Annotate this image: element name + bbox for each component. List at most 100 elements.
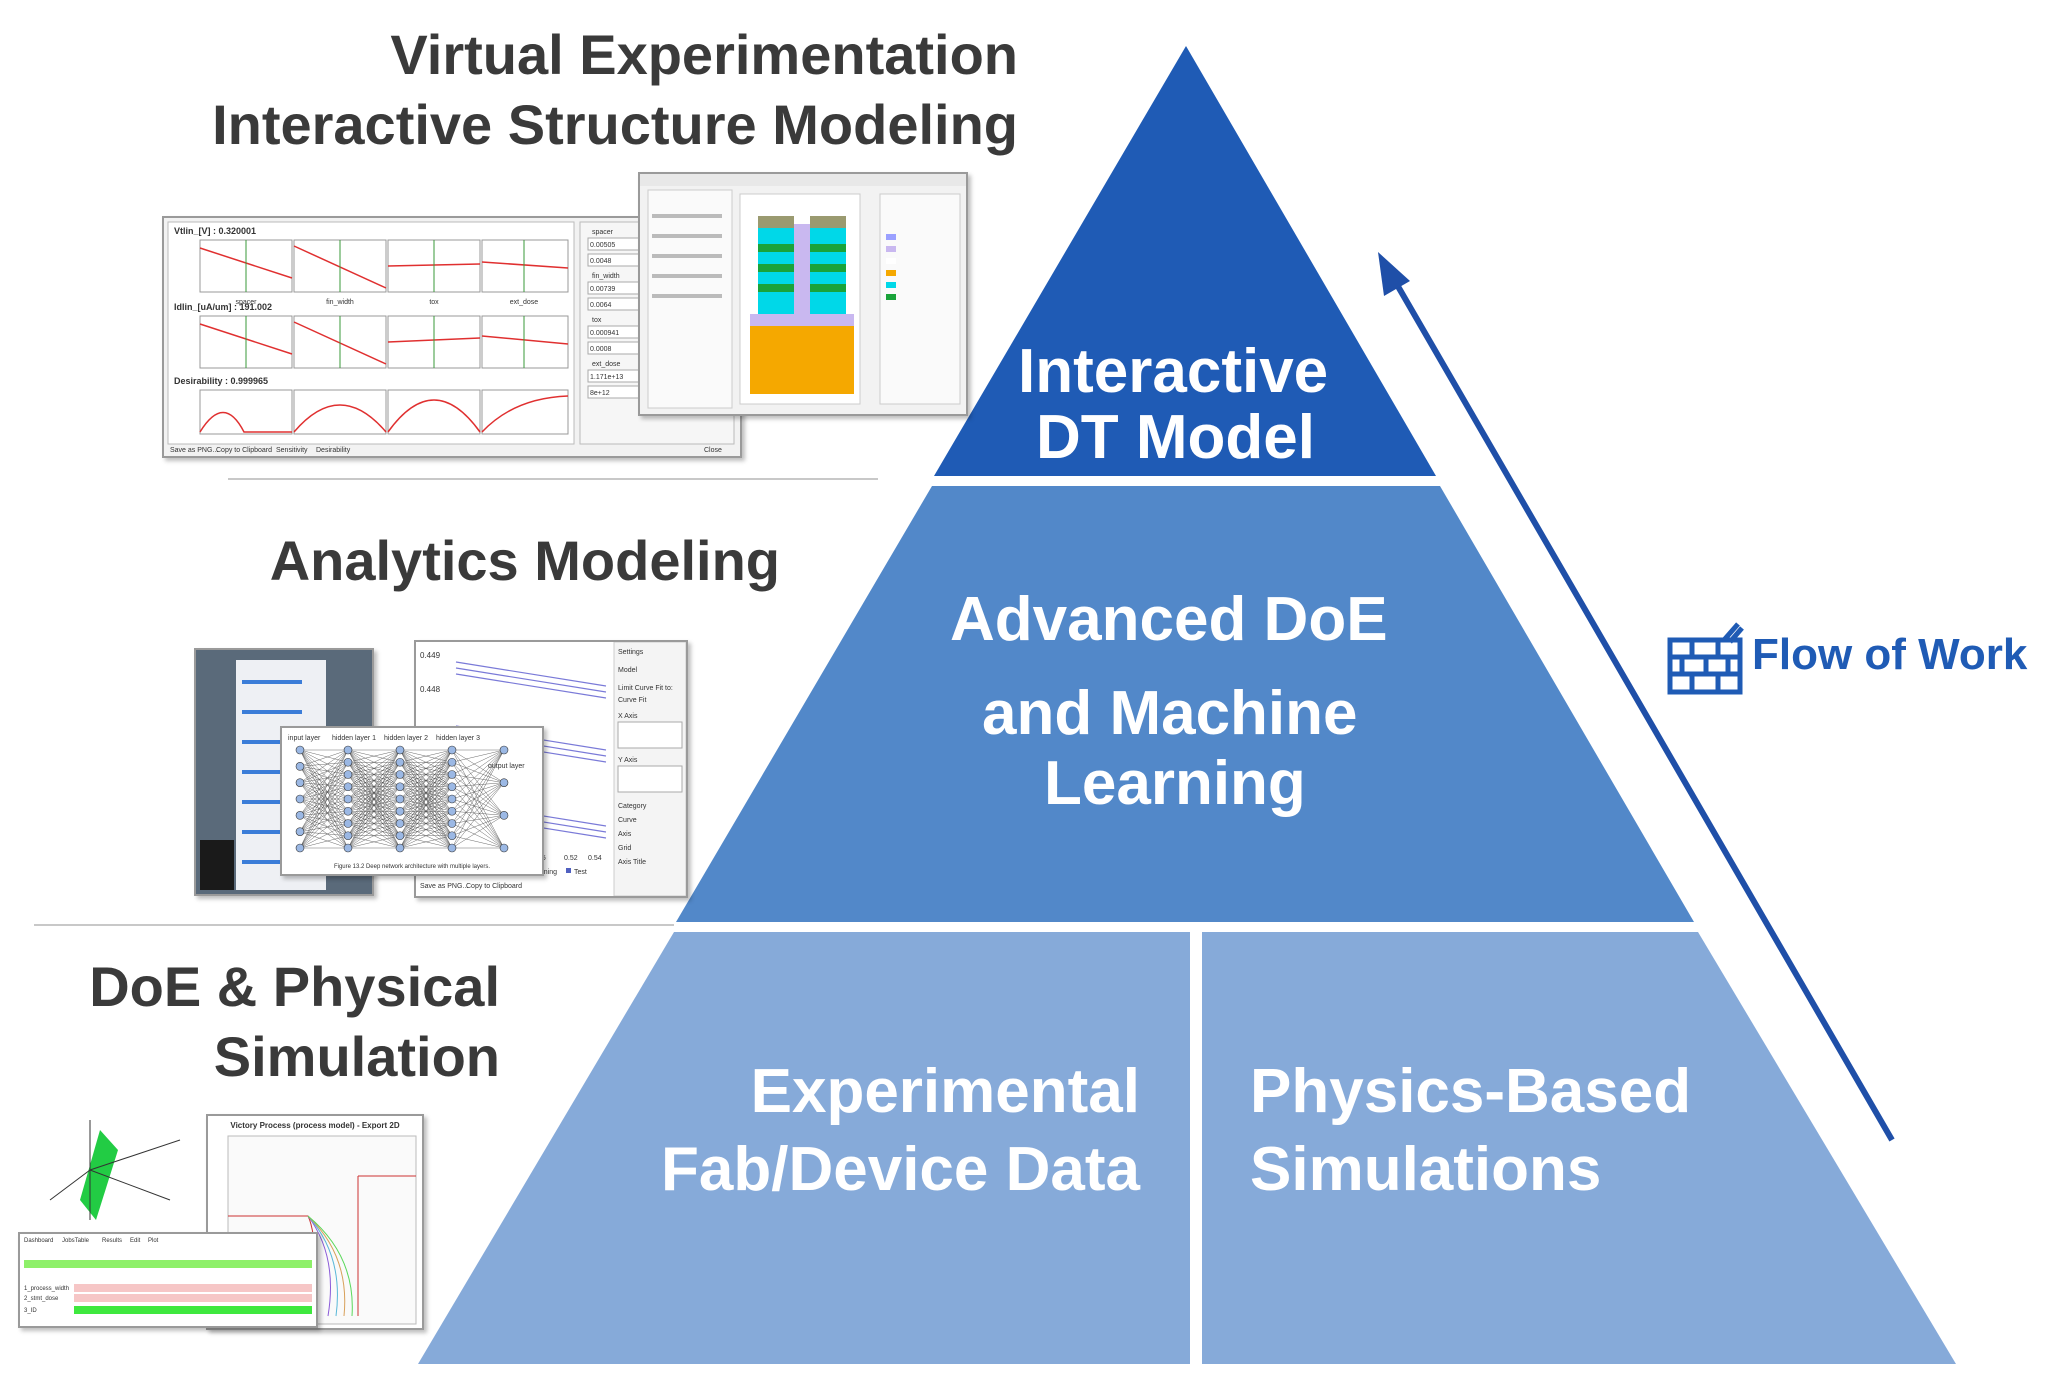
nn-edge	[299, 749, 349, 800]
nn-node	[499, 811, 509, 820]
nn-edge	[299, 766, 349, 787]
svg-text:1_process_width: 1_process_width	[24, 1286, 69, 1292]
svg-text:Curve: Curve	[618, 817, 637, 824]
screenshot-neural-network: input layer hidden layer 1 hidden layer …	[280, 726, 544, 876]
svg-text:tox: tox	[592, 317, 602, 324]
nn-edge	[399, 786, 453, 849]
nn-node	[343, 819, 353, 828]
svg-text:Save as PNG...: Save as PNG...	[420, 883, 468, 890]
nn-node	[447, 806, 457, 816]
nn-edge	[451, 811, 505, 816]
svg-text:Settings: Settings	[618, 649, 644, 656]
tier-top-line2: DT Model	[1036, 403, 1315, 472]
flow-arrow-head	[1378, 252, 1410, 296]
nn-edge	[451, 835, 505, 849]
heading-simulation: Simulation	[213, 1025, 500, 1088]
nn-edge	[399, 774, 453, 849]
nn-edge	[299, 823, 349, 849]
nn-edge	[451, 823, 505, 849]
nn-edge	[451, 811, 505, 849]
nn-node	[343, 843, 353, 853]
vtlin-label: Vtlin_[V] : 0.320001	[174, 226, 256, 236]
nn-edge	[399, 749, 453, 763]
nn-edge	[347, 811, 401, 849]
nn-edge	[299, 815, 349, 849]
nn-edge	[299, 774, 349, 800]
nn-edge	[451, 749, 505, 800]
nn-edge	[451, 782, 505, 787]
svg-text:Model: Model	[618, 667, 638, 674]
nn-node	[447, 745, 457, 755]
nn-edge	[299, 774, 349, 816]
nn-edge	[451, 749, 505, 783]
nn-node	[395, 745, 405, 755]
nn-edge	[451, 749, 505, 816]
divider-bottom	[34, 924, 674, 926]
nn-edge	[451, 749, 505, 836]
svg-text:Victory Process (process model: Victory Process (process model) - Export…	[230, 1121, 399, 1130]
nn-edge	[399, 749, 453, 775]
nn-edge	[451, 786, 505, 849]
tier-middle-line1: Advanced DoE	[950, 585, 1388, 654]
tier-bottom-left-line1: Experimental	[750, 1057, 1140, 1126]
svg-text:Curve Fit: Curve Fit	[618, 697, 646, 704]
nn-edge	[347, 749, 401, 812]
nn-edge	[299, 815, 349, 836]
nn-edge	[451, 749, 505, 849]
nn-node	[343, 782, 353, 792]
nn-edge	[451, 774, 505, 783]
svg-text:hidden layer 3: hidden layer 3	[436, 735, 480, 742]
nn-edge	[399, 749, 453, 787]
nn-edge	[399, 749, 453, 836]
nn-edge	[347, 762, 401, 849]
nn-edge	[299, 762, 349, 767]
nn-edge	[299, 831, 349, 849]
nn-node	[499, 843, 509, 853]
svg-text:Dashboard: Dashboard	[24, 1238, 53, 1244]
nn-edge	[399, 749, 453, 849]
nn-edge	[347, 749, 401, 824]
nn-node	[343, 794, 353, 804]
svg-text:ext_dose: ext_dose	[510, 299, 539, 306]
tier-bottom-right-line1: Physics-Based	[1250, 1057, 1692, 1126]
nn-edge	[299, 749, 349, 832]
nn-edge	[299, 786, 349, 832]
nn-edge	[299, 762, 349, 800]
nn-edge	[347, 749, 401, 836]
nn-edge	[399, 798, 453, 849]
tier-middle-line2: and Machine	[982, 679, 1358, 748]
nn-node	[343, 831, 353, 841]
nn-node	[295, 811, 305, 820]
svg-text:hidden layer 2: hidden layer 2	[384, 735, 428, 742]
svg-text:Results: Results	[102, 1238, 122, 1244]
nn-node	[447, 831, 457, 841]
nn-node	[447, 794, 457, 804]
nn-edge	[399, 762, 453, 849]
svg-text:0.449: 0.449	[420, 651, 441, 660]
nn-node	[295, 745, 305, 755]
svg-text:0.0008: 0.0008	[590, 346, 612, 353]
svg-text:Category: Category	[618, 803, 647, 810]
nn-node	[499, 778, 509, 787]
nn-edge	[299, 823, 349, 832]
heading-interactive-structure-modeling: Interactive Structure Modeling	[212, 93, 1018, 156]
svg-text:X Axis: X Axis	[618, 713, 638, 720]
nn-edge	[347, 749, 401, 763]
nn-node	[395, 819, 405, 828]
svg-text:0.54: 0.54	[588, 855, 602, 862]
nn-edge	[399, 749, 453, 824]
screenshot-curve-fit: 0.449 0.448 0.5 0.52 0.54 Training Test …	[414, 640, 688, 898]
nn-edge	[451, 815, 505, 824]
nn-edge	[451, 782, 505, 836]
nn-edge	[347, 749, 401, 849]
nn-edge	[299, 815, 349, 824]
nn-node	[295, 778, 305, 787]
nn-node	[395, 831, 405, 841]
svg-text:Sensitivity: Sensitivity	[276, 447, 308, 454]
nn-edge	[347, 774, 401, 849]
svg-text:hidden layer 1: hidden layer 1	[332, 735, 376, 742]
desirability-label: Desirability : 0.999965	[174, 376, 268, 386]
nn-edge	[299, 749, 349, 783]
nn-edge	[299, 835, 349, 849]
svg-text:0.0048: 0.0048	[590, 258, 612, 265]
